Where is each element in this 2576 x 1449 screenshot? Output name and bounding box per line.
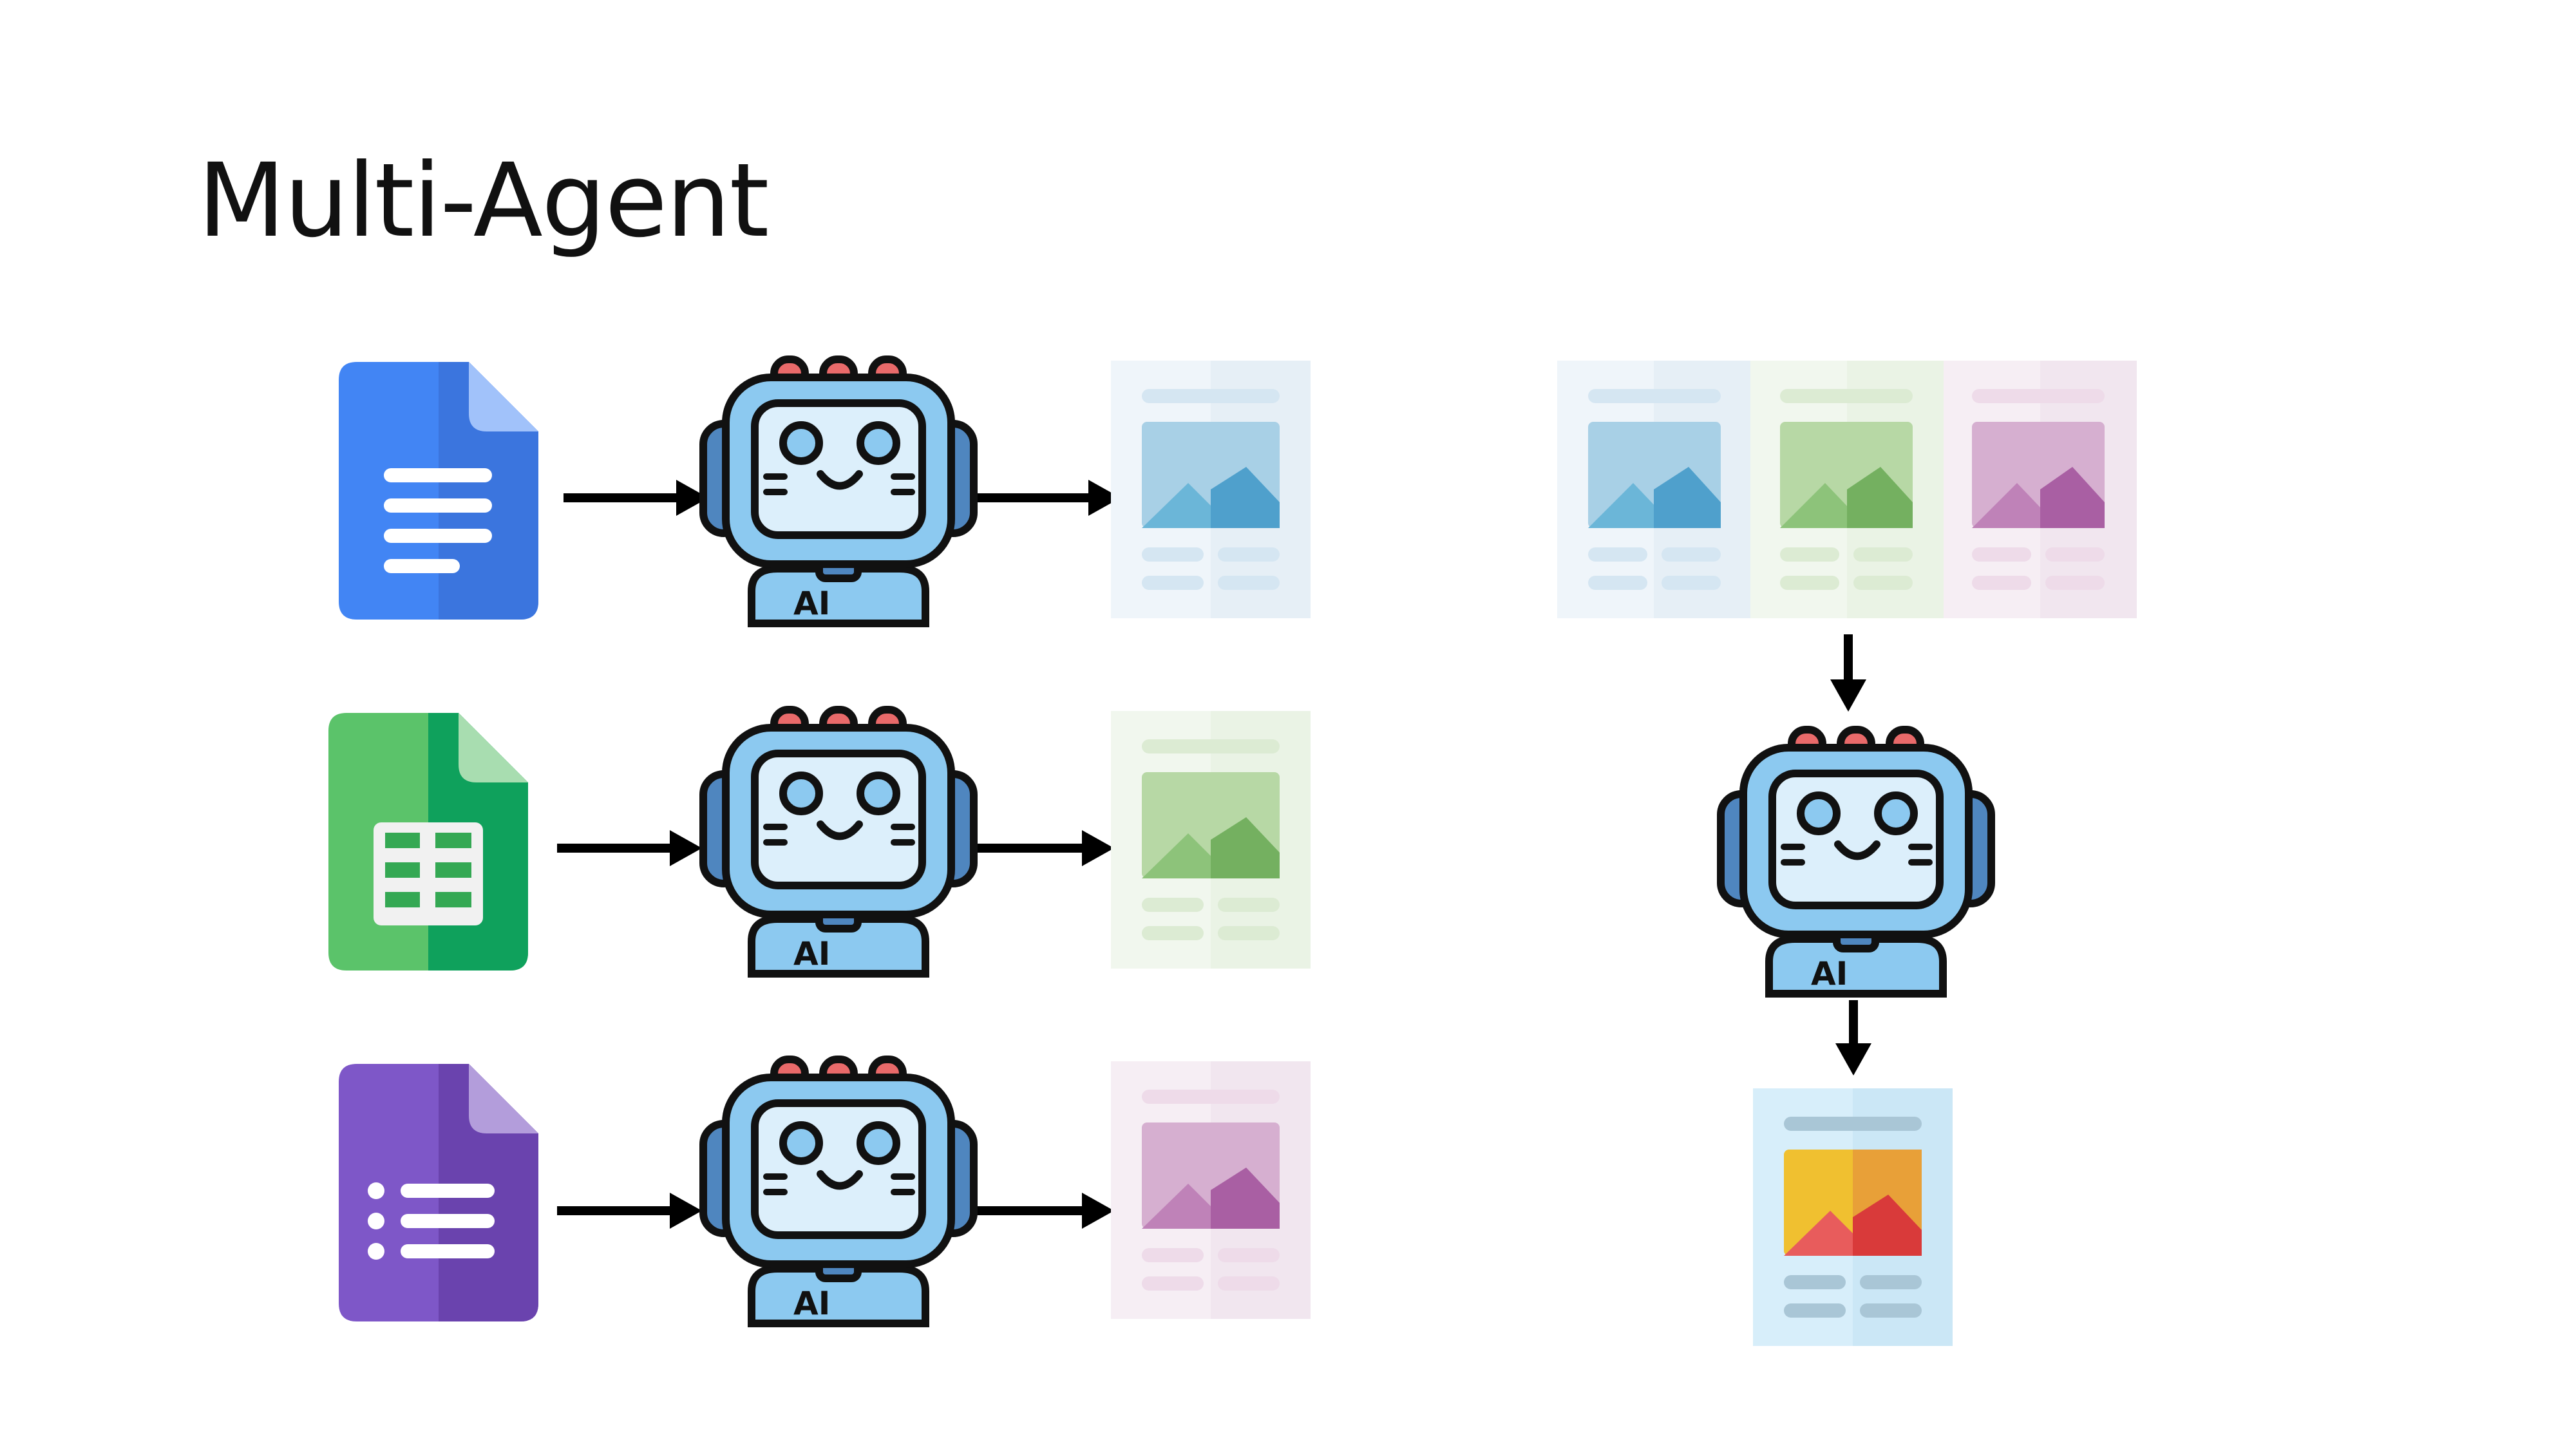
combined-doc-blue bbox=[1557, 361, 1750, 618]
combined-doc-green bbox=[1750, 361, 1944, 618]
output-doc-green bbox=[1111, 711, 1311, 969]
arrow-aggregator-to-final bbox=[1835, 1000, 1871, 1075]
arrow-agent-to-output-1 bbox=[976, 480, 1121, 516]
arrow-source-to-agent-2 bbox=[557, 830, 702, 866]
robot-ai-label: AI bbox=[793, 585, 830, 622]
combined-outputs bbox=[1557, 361, 2137, 618]
arrow-agent-to-output-2 bbox=[969, 830, 1114, 866]
arrow-agent-to-output-3 bbox=[969, 1193, 1114, 1229]
slide-title: Multi-Agent bbox=[198, 142, 769, 260]
sheets-file-icon bbox=[328, 713, 528, 971]
combined-doc-purple bbox=[1944, 361, 2137, 618]
final-output-doc bbox=[1753, 1088, 1953, 1346]
agent-robot-2: AI bbox=[703, 710, 974, 974]
arrow-source-to-agent-1 bbox=[564, 480, 708, 516]
arrows bbox=[557, 480, 1871, 1229]
robot-ai-label: AI bbox=[793, 1285, 830, 1322]
robot-ai-label: AI bbox=[793, 935, 830, 972]
agent-robot-3: AI bbox=[703, 1059, 974, 1323]
output-doc-blue bbox=[1111, 361, 1311, 618]
agent-robot-1: AI bbox=[703, 359, 974, 623]
arrow-source-to-agent-3 bbox=[557, 1193, 702, 1229]
arrow-combined-to-aggregator bbox=[1830, 634, 1866, 712]
output-doc-purple bbox=[1111, 1061, 1311, 1319]
forms-file-icon bbox=[339, 1064, 538, 1321]
docs-file-icon bbox=[339, 362, 538, 620]
robot-ai-label: AI bbox=[1811, 955, 1848, 992]
aggregator-robot: AI bbox=[1721, 730, 1991, 994]
